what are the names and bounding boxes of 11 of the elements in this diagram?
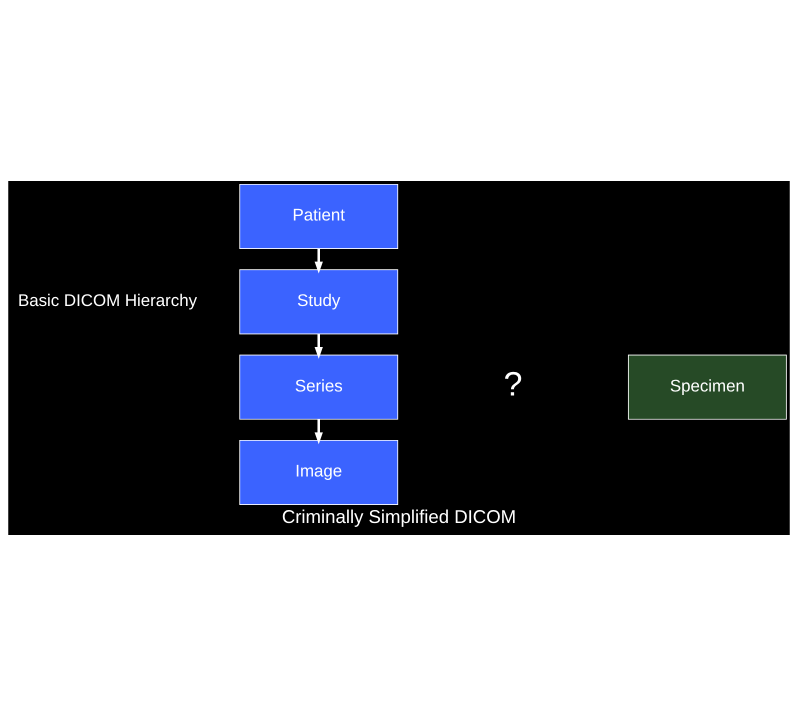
node-box: Image <box>239 440 398 505</box>
arrow <box>314 248 323 274</box>
caption: Criminally Simplified DICOM <box>282 506 516 527</box>
label: ? <box>504 366 522 404</box>
arrow <box>314 334 323 359</box>
arrow <box>314 419 323 444</box>
node-box: Patient <box>239 184 398 250</box>
label: Basic DICOM Hierarchy <box>18 291 198 310</box>
node-box: Specimen <box>628 354 787 420</box>
node-box: Study <box>239 269 398 334</box>
node-box: Series <box>239 354 398 420</box>
